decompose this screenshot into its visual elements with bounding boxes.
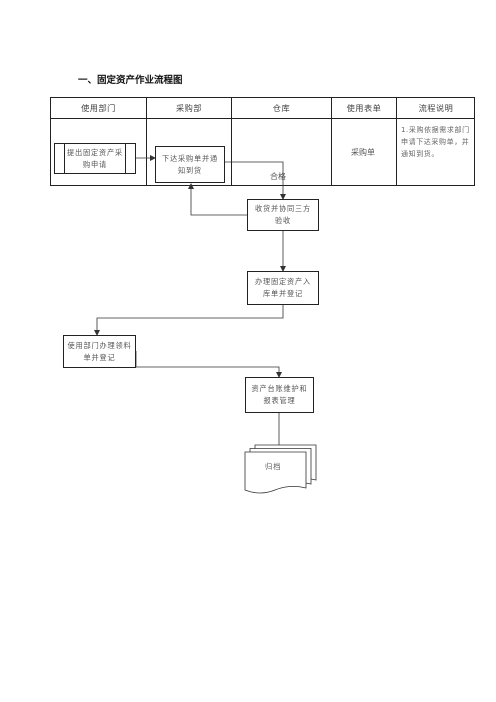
column-header-description: 流程说明 bbox=[418, 103, 454, 113]
header-divider bbox=[51, 118, 474, 119]
arrow-po-to-inspect bbox=[225, 161, 286, 200]
node-ledger: 资产台账维护和报表管理 bbox=[245, 377, 314, 413]
node-request-bar-left bbox=[64, 144, 65, 173]
flow-table: 使用部门 采购部 仓库 使用表单 流程说明 bbox=[50, 97, 475, 186]
node-warehouse-in-text: 办理固定资产入库单并登记 bbox=[255, 277, 311, 298]
node-warehouse-in: 办理固定资产入库单并登记 bbox=[247, 271, 319, 305]
node-issue-po-text: 下达采购单并通知到货 bbox=[162, 153, 218, 175]
column-divider bbox=[146, 98, 147, 185]
node-request: 提出固定资产采购申请 bbox=[54, 143, 136, 174]
column-header-forms: 使用表单 bbox=[346, 103, 382, 113]
column-header-purchasing: 采购部 bbox=[175, 103, 203, 113]
column-header-warehouse: 仓库 bbox=[272, 103, 291, 113]
label-pass: 合格 bbox=[270, 172, 286, 181]
column-divider bbox=[396, 98, 397, 185]
node-ledger-text: 资产台账维护和报表管理 bbox=[251, 384, 308, 405]
node-use-requisition-text: 使用部门办理领料单并登记 bbox=[67, 340, 132, 362]
column-header-user-dept: 使用部门 bbox=[81, 103, 116, 113]
arrow-requisition-to-ledger bbox=[135, 351, 282, 378]
node-request-bar-right bbox=[125, 144, 126, 173]
node-archive-text: 归档 bbox=[265, 462, 282, 471]
node-use-requisition: 使用部门办理领料单并登记 bbox=[63, 335, 136, 368]
node-issue-po: 下达采购单并通知到货 bbox=[155, 146, 225, 183]
label-form: 采购单 bbox=[351, 148, 375, 157]
node-inspect: 收货并协同三方验收 bbox=[247, 199, 319, 231]
arrow-inspect-to-po bbox=[188, 183, 247, 216]
column-divider bbox=[331, 98, 332, 185]
node-inspect-text: 收货并协同三方验收 bbox=[255, 204, 311, 225]
arrow-warehouse-to-requisition bbox=[94, 305, 284, 336]
node-request-text: 提出固定资产采购申请 bbox=[67, 147, 123, 169]
note-description: 1.采购依据需求部门申请下达采购单，并通知到货。 bbox=[401, 126, 470, 158]
page-title: 一、固定资产作业流程图 bbox=[78, 75, 183, 86]
column-divider bbox=[231, 98, 232, 185]
document-stack-front bbox=[244, 451, 307, 494]
